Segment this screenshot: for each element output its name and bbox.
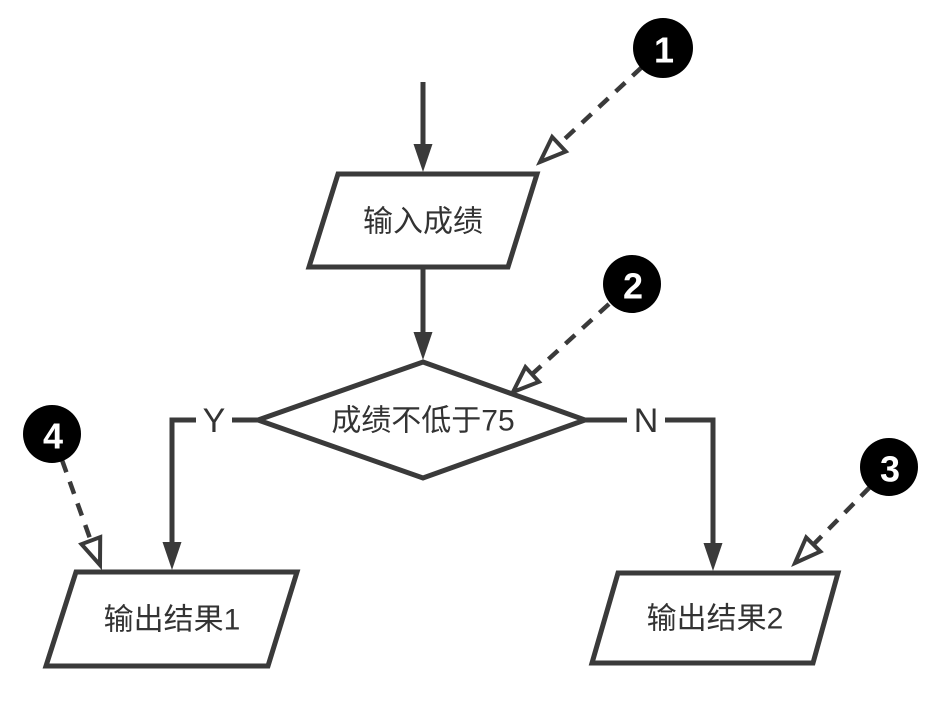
yes-branch-connector [162,417,258,570]
output2-node-label: 输出结果2 [647,603,784,636]
input-node-label: 输入成绩 [363,206,483,239]
callout-4-arrow [59,459,103,571]
callout-badge-2: 2 [603,255,661,313]
no-branch-label: N [627,400,665,440]
callout-badge-3: 3 [860,438,918,496]
callout-2-arrow [508,302,611,396]
arrow-down-icon [413,144,433,172]
callout-badge-4: 4 [23,405,81,463]
callout-1-arrow [535,65,644,166]
arrow-down-icon [413,332,433,360]
arrow-down-icon [703,543,723,571]
callout-badge-1: 1 [633,18,693,78]
callout-3-number: 3 [880,449,900,490]
parallelogram-shape [305,171,541,270]
no-branch-connector [585,417,723,571]
callout-1-number: 1 [654,30,674,71]
decision-node-label: 成绩不低于75 [331,405,514,438]
output1-node-label: 输出结果1 [104,604,241,637]
open-arrowhead-icon [791,534,824,567]
input-node: 输入成绩 [305,171,541,270]
open-arrowhead-icon [535,133,570,166]
parallelogram-shape [588,570,842,666]
output1-node: 输出结果1 [42,569,301,669]
callout-3-arrow [791,485,872,567]
arrow-down-icon [162,542,182,570]
open-arrowhead-icon [78,534,103,571]
callout-4-number: 4 [43,416,63,457]
no-label-text: N [634,402,659,440]
decision-node: 成绩不低于75 [250,359,593,481]
parallelogram-shape [42,569,301,669]
output2-node: 输出结果2 [588,570,842,666]
yes-branch-label: Y [196,400,232,440]
input-to-decision-connector [413,267,433,360]
open-arrowhead-icon [508,363,543,396]
diamond-shape [250,359,593,481]
entry-connector [413,82,433,172]
callout-2-number: 2 [623,266,643,307]
yes-label-text: Y [203,402,226,440]
